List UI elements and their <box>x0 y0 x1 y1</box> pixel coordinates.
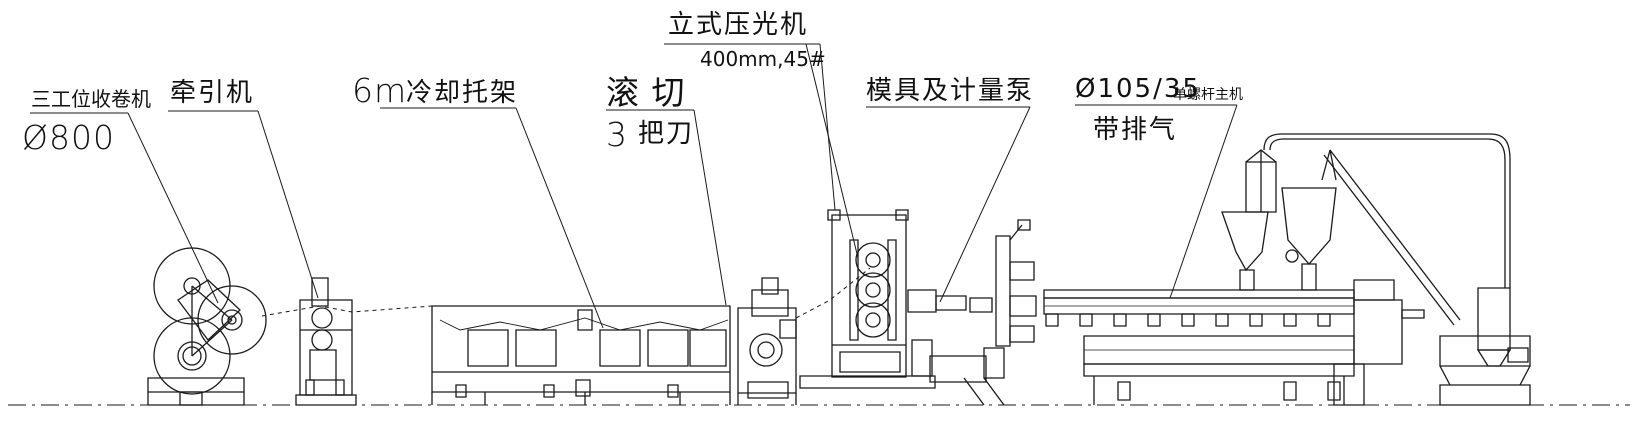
haul-off-unit <box>296 278 356 405</box>
calender-title-label: 立式压光机 <box>668 10 809 40</box>
cutter-title-label: 滚 切 <box>606 73 686 112</box>
haul-off-label: 牵引机 <box>170 78 255 108</box>
calender-spec-label: 400mm,45# <box>700 47 826 71</box>
vertical-calender <box>828 210 932 377</box>
cutter-blades-number: 3 <box>606 115 628 154</box>
extruder-spec-label: Ø105/35 <box>1075 74 1201 104</box>
single-screw-extruder <box>1044 150 1424 405</box>
three-station-winder <box>148 248 266 405</box>
roll-cutter <box>738 278 796 405</box>
calender-base-rail <box>800 376 935 388</box>
extruder-vent-label: 带排气 <box>1093 115 1178 145</box>
winder-title-label: 三工位收卷机 <box>31 87 151 111</box>
vacuum-loader <box>1264 134 1530 405</box>
winder-size-label: Ø800 <box>22 118 115 157</box>
cooling-name-label: 冷却托架 <box>406 78 519 108</box>
cooling-length-label: 6m <box>352 71 408 110</box>
die-pump-label: 模具及计量泵 <box>866 76 1035 106</box>
film-path-2 <box>796 268 870 318</box>
film-path-1 <box>262 306 432 316</box>
leader-lines <box>30 44 1237 328</box>
cutter-blades-unit: 把刀 <box>638 119 695 149</box>
die-and-melt-pump <box>908 220 1036 405</box>
extruder-type-label: 单螺杆主机 <box>1173 87 1243 103</box>
cooling-rack <box>432 306 730 405</box>
